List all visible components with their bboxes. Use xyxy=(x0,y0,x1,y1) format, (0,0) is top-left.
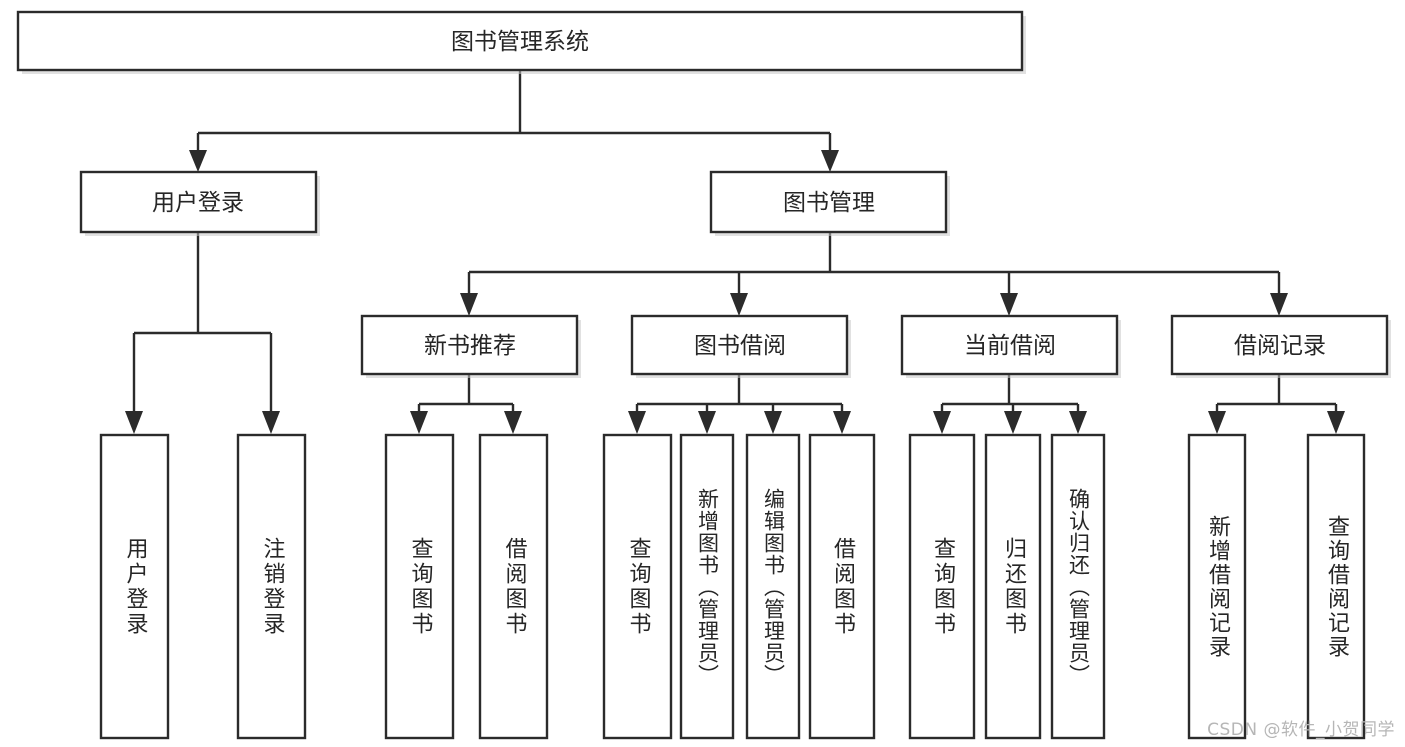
arrowhead-newbook-leaf-2 xyxy=(504,411,522,434)
new-book-recommend-box[interactable] xyxy=(360,314,579,376)
leaf-box-query-record[interactable] xyxy=(1306,433,1366,740)
arrowhead-bookborrow-leaf-2 xyxy=(698,411,716,434)
borrow-record-label: 借阅记录 xyxy=(1234,333,1326,359)
arrowhead-currentborrow-leaf-1 xyxy=(933,411,951,434)
borrow-record-box[interactable] xyxy=(1170,314,1389,376)
arrowhead-bookborrow-leaf-3 xyxy=(764,411,782,434)
arrowhead-book-borrow xyxy=(730,293,748,316)
node-current-borrow[interactable]: 当前借阅 xyxy=(900,314,1121,378)
arrowhead-user-login xyxy=(189,150,207,172)
book-management-label: 图书管理 xyxy=(783,190,875,216)
leaf-box-query-book-3[interactable] xyxy=(908,433,976,740)
csdn-watermark: CSDN @软件_小贺同学 xyxy=(1207,720,1395,740)
arrowhead-newbook-leaf-1 xyxy=(410,411,428,434)
user-login-box[interactable] xyxy=(79,170,318,234)
arrowhead-bookborrow-leaf-4 xyxy=(833,411,851,434)
arrowhead-bookborrow-leaf-1 xyxy=(628,411,646,434)
leaf-box-add-record[interactable] xyxy=(1187,433,1247,740)
arrowhead-current-borrow xyxy=(1000,293,1018,316)
node-book-borrow[interactable]: 图书借阅 xyxy=(630,314,851,378)
current-borrow-label: 当前借阅 xyxy=(964,333,1056,359)
connector-group xyxy=(125,70,1345,434)
leaf-box-add-book-admin[interactable] xyxy=(679,433,735,740)
leaf-box-logout[interactable] xyxy=(236,433,307,740)
book-management-box[interactable] xyxy=(709,170,948,234)
leaf-box-borrow-book-1[interactable] xyxy=(478,433,549,740)
arrowhead-borrowrecord-leaf-2 xyxy=(1327,411,1345,434)
book-borrow-label: 图书借阅 xyxy=(694,333,786,359)
leaf-box-return-book[interactable] xyxy=(984,433,1042,740)
leaf-box-query-book-1[interactable] xyxy=(384,433,455,740)
node-borrow-record[interactable]: 借阅记录 xyxy=(1170,314,1391,378)
node-root[interactable]: 图书管理系统 xyxy=(16,10,1026,74)
leaf-box-query-book-2[interactable] xyxy=(602,433,673,740)
leaf-node-group xyxy=(99,433,1366,740)
leaf-box-user-login[interactable] xyxy=(99,433,170,740)
arrowhead-new-book-rec xyxy=(460,293,478,316)
root-label: 图书管理系统 xyxy=(451,29,589,55)
arrowhead-borrow-record xyxy=(1270,293,1288,316)
arrowhead-leaf-user-login xyxy=(125,411,143,434)
arrowhead-currentborrow-leaf-2 xyxy=(1004,411,1022,434)
current-borrow-box[interactable] xyxy=(900,314,1119,376)
leaf-box-confirm-return[interactable] xyxy=(1050,433,1106,740)
arrowhead-book-mgmt xyxy=(821,150,839,172)
arrowhead-leaf-logout xyxy=(262,411,280,434)
arrowhead-borrowrecord-leaf-1 xyxy=(1208,411,1226,434)
user-login-label: 用户登录 xyxy=(152,190,244,216)
new-book-recommend-label: 新书推荐 xyxy=(424,333,516,359)
node-new-book-recommend[interactable]: 新书推荐 xyxy=(360,314,581,378)
book-borrow-box[interactable] xyxy=(630,314,849,376)
root-box[interactable] xyxy=(16,10,1024,72)
leaf-box-edit-book-admin[interactable] xyxy=(745,433,801,740)
node-book-management[interactable]: 图书管理 xyxy=(709,170,950,236)
leaf-box-borrow-book-2[interactable] xyxy=(808,433,876,740)
arrowhead-currentborrow-leaf-3 xyxy=(1069,411,1087,434)
node-user-login[interactable]: 用户登录 xyxy=(79,170,320,236)
